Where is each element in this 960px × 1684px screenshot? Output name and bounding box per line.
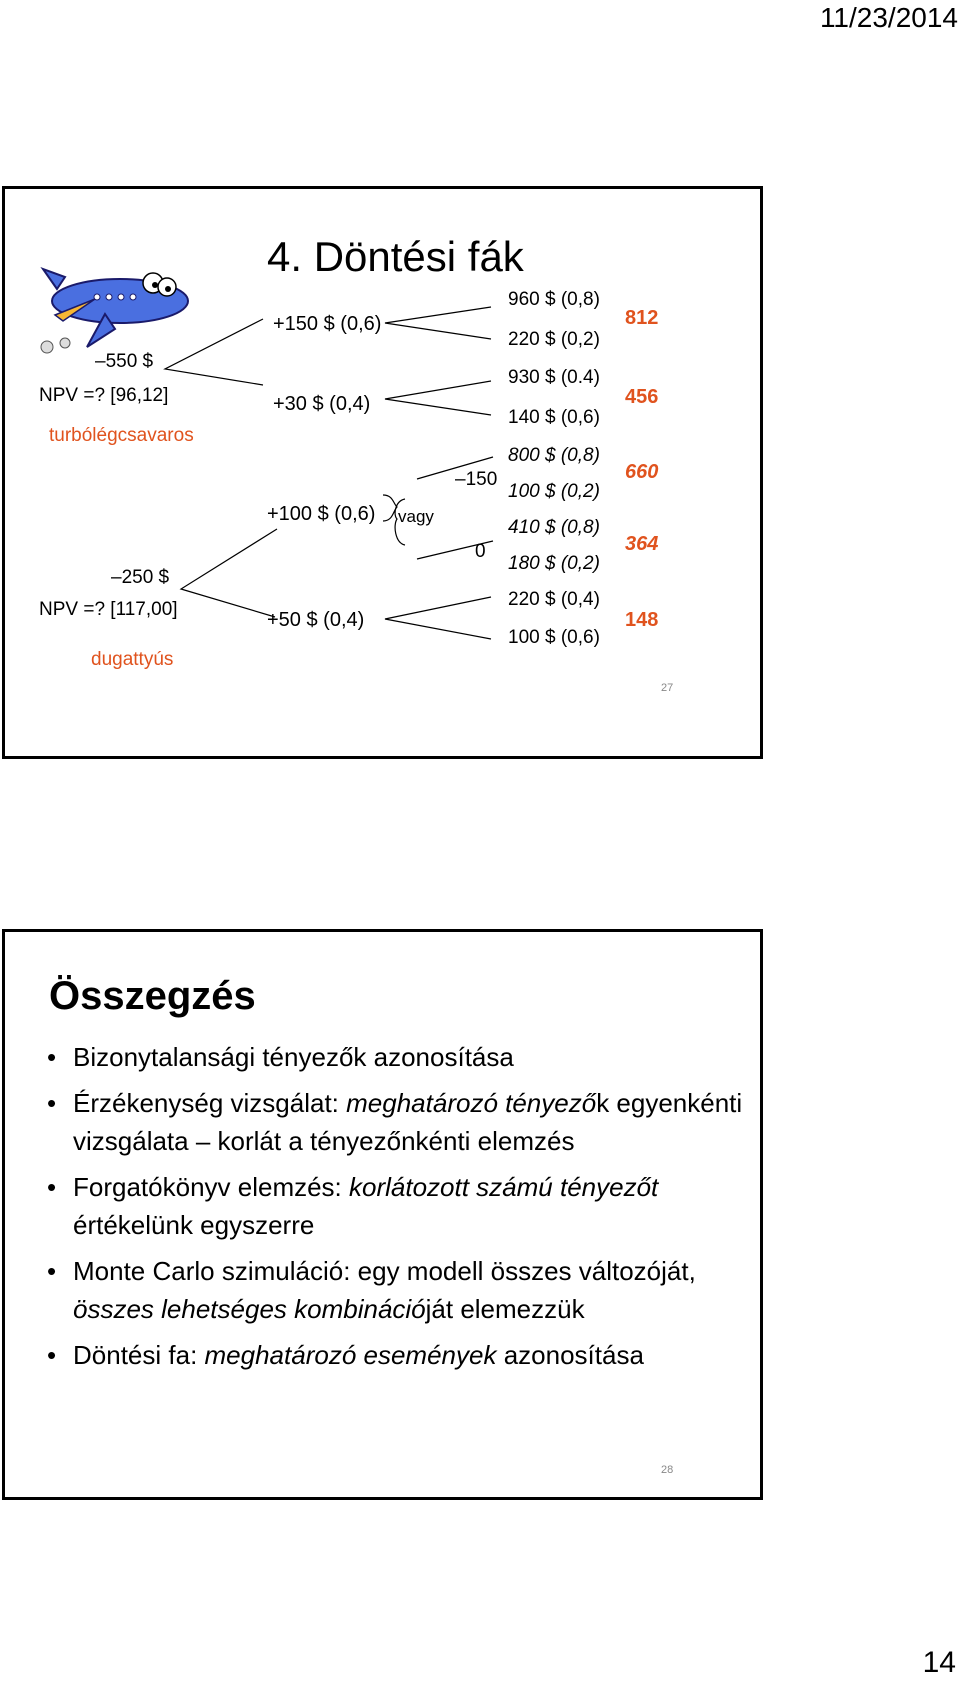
option-invest: –150 bbox=[455, 469, 497, 491]
outcome-6: 100 $ (0,2) bbox=[508, 481, 600, 503]
result-148: 148 bbox=[625, 609, 658, 632]
slide-number: 27 bbox=[661, 682, 673, 694]
slide-decision-trees: 4. Döntési fák –550 $ NPV =? [96,12] tur… bbox=[2, 186, 763, 759]
list-item: •Döntési fa: meghatározó események azono… bbox=[45, 1336, 745, 1374]
list-item: •Forgatókönyv elemzés: korlátozott számú… bbox=[45, 1168, 745, 1244]
option-none: 0 bbox=[475, 541, 486, 563]
node-turbo-high: +150 $ (0,6) bbox=[273, 313, 381, 336]
node-piston-high: +100 $ (0,6) bbox=[267, 503, 375, 526]
summary-list: •Bizonytalansági tényezők azonosítása •É… bbox=[45, 1038, 745, 1382]
outcome-7: 410 $ (0,8) bbox=[508, 517, 600, 539]
list-item: •Monte Carlo szimuláció: egy modell össz… bbox=[45, 1252, 745, 1328]
outcome-9: 220 $ (0,4) bbox=[508, 589, 600, 611]
outcome-2: 220 $ (0,2) bbox=[508, 329, 600, 351]
slide-title: Összegzés bbox=[49, 974, 256, 1019]
outcome-1: 960 $ (0,8) bbox=[508, 289, 600, 311]
result-456: 456 bbox=[625, 386, 658, 409]
node-piston-low: +50 $ (0,4) bbox=[267, 609, 364, 632]
result-660: 660 bbox=[625, 461, 658, 484]
outcome-3: 930 $ (0.4) bbox=[508, 367, 600, 389]
slide-number: 28 bbox=[661, 1464, 673, 1476]
list-item: •Érzékenység vizsgálat: meghatározó tény… bbox=[45, 1084, 745, 1160]
node-turbo-low: +30 $ (0,4) bbox=[273, 393, 370, 416]
slide-summary: Összegzés •Bizonytalansági tényezők azon… bbox=[2, 929, 763, 1500]
outcome-8: 180 $ (0,2) bbox=[508, 553, 600, 575]
page-number: 14 bbox=[923, 1646, 956, 1680]
list-item: •Bizonytalansági tényezők azonosítása bbox=[45, 1038, 745, 1076]
result-364: 364 bbox=[625, 533, 658, 556]
outcome-10: 100 $ (0,6) bbox=[508, 627, 600, 649]
header-date: 11/23/2014 bbox=[820, 2, 958, 34]
outcome-4: 140 $ (0,6) bbox=[508, 407, 600, 429]
result-812: 812 bbox=[625, 307, 658, 330]
or-label: vagy bbox=[398, 507, 434, 527]
outcome-5: 800 $ (0,8) bbox=[508, 445, 600, 467]
